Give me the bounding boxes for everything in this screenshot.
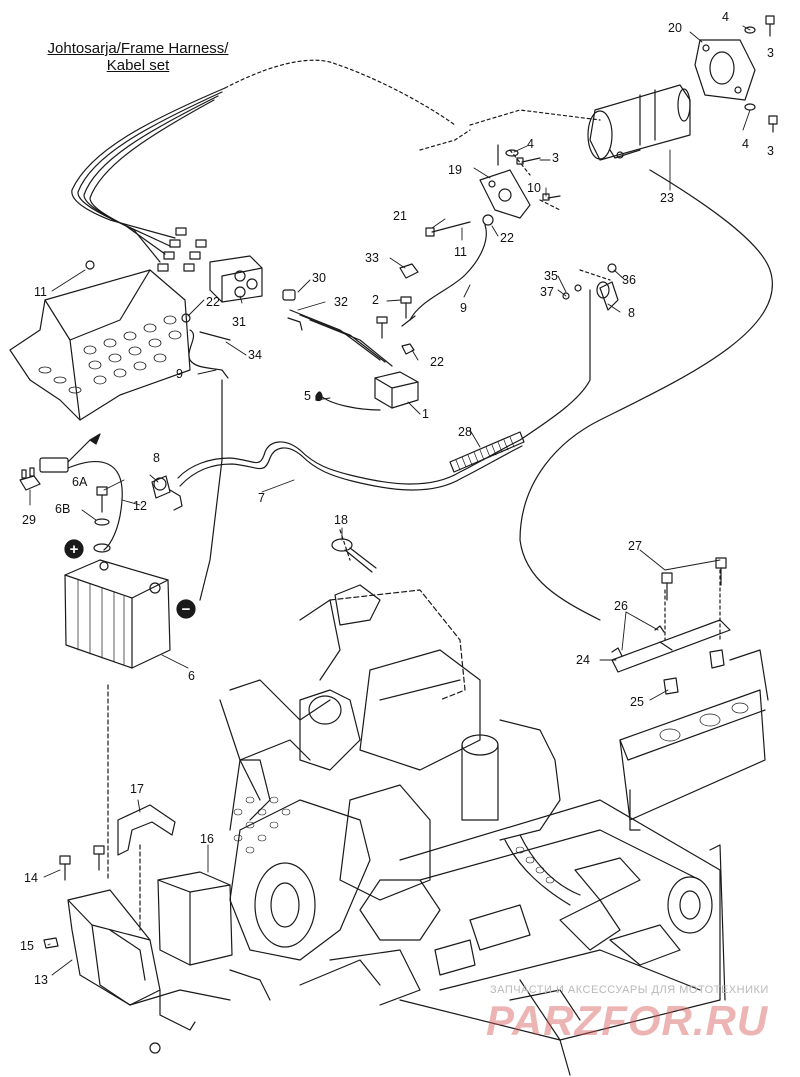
callout-37: 37	[540, 285, 554, 299]
fasteners-14-15	[43, 845, 105, 949]
relay-1	[319, 371, 419, 411]
callout-6: 6	[188, 669, 195, 683]
callout-18: 18	[334, 513, 348, 527]
title-line-2: Kabel set	[106, 57, 170, 74]
callout-23: 23	[660, 191, 674, 205]
callout-3-right: 3	[767, 144, 774, 158]
terminal-boot-8-left	[151, 475, 183, 511]
positive-symbol: +	[70, 541, 79, 558]
engine-chassis	[219, 584, 726, 1076]
callout-5: 5	[304, 389, 311, 403]
callout-31: 31	[232, 315, 246, 329]
callout-20: 20	[668, 21, 682, 35]
battery-bolt-6A	[93, 486, 111, 553]
callout-8-left: 8	[153, 451, 160, 465]
grease-drop-5	[315, 391, 323, 402]
callout-32: 32	[334, 295, 348, 309]
ground-cable-9-upper	[401, 214, 494, 327]
callout-28: 28	[458, 425, 472, 439]
starter-cable-arc	[519, 169, 773, 621]
callout-35: 35	[544, 269, 558, 283]
bolt-21	[425, 221, 471, 237]
callout-1: 1	[422, 407, 429, 421]
callout-34: 34	[248, 348, 262, 362]
cover-16	[157, 871, 233, 966]
heat-shield-11	[9, 260, 191, 421]
fuse-lead-12	[39, 433, 123, 551]
callout-25: 25	[630, 695, 644, 709]
callout-22-upper: 22	[500, 231, 514, 245]
callout-27: 27	[628, 539, 642, 553]
callout-8-right: 8	[628, 306, 635, 320]
callout-12: 12	[133, 499, 147, 513]
callout-19: 19	[448, 163, 462, 177]
mount-plate-20	[694, 39, 756, 101]
callout-9-left: 9	[176, 367, 183, 381]
negative-symbol: −	[182, 601, 191, 618]
callout-24: 24	[576, 653, 590, 667]
watermark-logo: PARZFOR.RU	[486, 997, 769, 1044]
callout-36: 36	[622, 273, 636, 287]
polarity-glyphs: + −	[70, 541, 191, 618]
wiring-30-32	[282, 289, 393, 367]
callout-7: 7	[258, 491, 265, 505]
frame-rail-right	[619, 649, 769, 831]
strap-17	[117, 804, 176, 856]
battery-cable-vertical	[199, 379, 223, 601]
callout-3-mid: 3	[552, 151, 559, 165]
clip-33	[399, 263, 419, 279]
bolts-upper-right	[744, 15, 778, 133]
battery-tray-13	[67, 889, 231, 1054]
positive-cable-7	[177, 289, 591, 491]
callout-3-top: 3	[767, 46, 774, 60]
frame-harness	[71, 59, 456, 272]
callout-10: 10	[527, 181, 541, 195]
assembly-arrows	[107, 684, 141, 931]
ground-cable-9-left	[181, 313, 231, 379]
callout-4-top: 4	[722, 10, 729, 24]
watermark-tagline: ЗАПЧАСТИ И АКСЕССУАРЫ ДЛЯ МОТОТЕХНИКИ	[490, 984, 769, 996]
dashed-leaders	[339, 109, 721, 641]
callout-22-left: 22	[206, 295, 220, 309]
bolts-2	[376, 296, 415, 355]
callout-33: 33	[365, 251, 379, 265]
callout-22-lower: 22	[430, 355, 444, 369]
bracket-19	[479, 144, 531, 219]
bracket-24	[611, 557, 731, 695]
fuse-29	[19, 467, 41, 491]
callout-labels: 1 2 3 3 3 4 4 4 5 6 6A 6B 7 8 8 9 9 10 1…	[20, 10, 774, 987]
callout-16: 16	[200, 832, 214, 846]
callout-6B: 6B	[55, 502, 70, 516]
cable-tie-18	[331, 538, 377, 573]
terminal-boot-8	[562, 263, 619, 311]
diagram-title: Johtosarja/Frame Harness/ Kabel set	[18, 40, 258, 74]
callout-4-mid: 4	[527, 137, 534, 151]
callout-17: 17	[130, 782, 144, 796]
polarity-symbols	[64, 539, 196, 619]
callout-11-left: 11	[34, 285, 47, 299]
callout-6A: 6A	[72, 475, 88, 489]
battery-6	[64, 559, 171, 669]
callout-2: 2	[372, 293, 379, 307]
bolt-3-washer-4	[505, 149, 561, 201]
title-line-1: Johtosarja/Frame Harness/	[47, 40, 229, 57]
connector-plugs	[157, 227, 207, 272]
callout-4-right: 4	[742, 137, 749, 151]
callout-26: 26	[614, 599, 628, 613]
callout-30: 30	[312, 271, 326, 285]
connector-31	[209, 255, 263, 303]
starter-motor-23	[587, 84, 691, 161]
callout-9-upper: 9	[460, 301, 467, 315]
callout-15: 15	[20, 939, 34, 953]
callout-13: 13	[34, 973, 48, 987]
callout-21: 21	[393, 209, 407, 223]
callout-leaders	[29, 25, 751, 976]
callout-29: 29	[22, 513, 36, 527]
sleeve-28	[449, 431, 525, 473]
callout-11-upper: 11	[454, 245, 467, 259]
callout-14: 14	[24, 871, 38, 885]
